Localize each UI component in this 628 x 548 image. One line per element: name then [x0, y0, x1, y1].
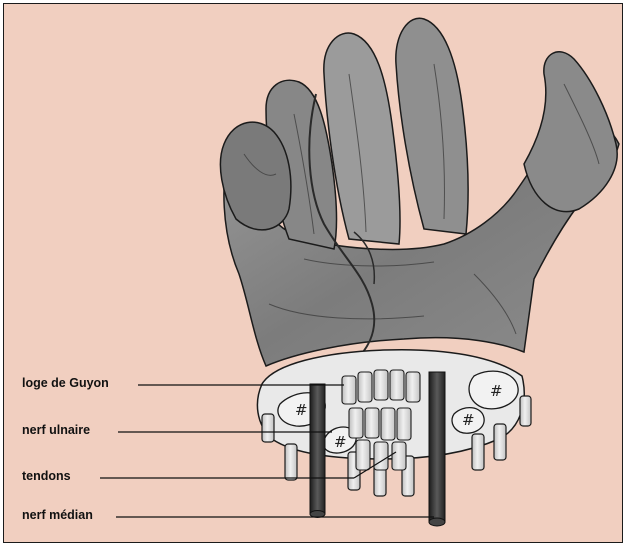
- svg-text:#: #: [334, 433, 347, 451]
- hand: [220, 18, 619, 366]
- label-tendons: tendons: [22, 469, 71, 483]
- label-nerf-median: nerf médian: [22, 508, 93, 522]
- svg-text:#: #: [490, 382, 503, 400]
- ulnar-nerve: [310, 384, 325, 518]
- label-nerf-ulnaire: nerf ulnaire: [22, 423, 90, 437]
- thumb: [524, 52, 617, 212]
- index-finger: [396, 18, 468, 234]
- svg-text:#: #: [462, 411, 475, 429]
- median-nerve: [429, 372, 445, 526]
- wrist-cross-section: # # # #: [257, 350, 531, 526]
- svg-text:#: #: [295, 401, 308, 419]
- label-loge-de-guyon: loge de Guyon: [22, 376, 109, 390]
- diagram-frame: # # # #: [3, 3, 623, 543]
- hand-illustration: # # # #: [4, 4, 623, 543]
